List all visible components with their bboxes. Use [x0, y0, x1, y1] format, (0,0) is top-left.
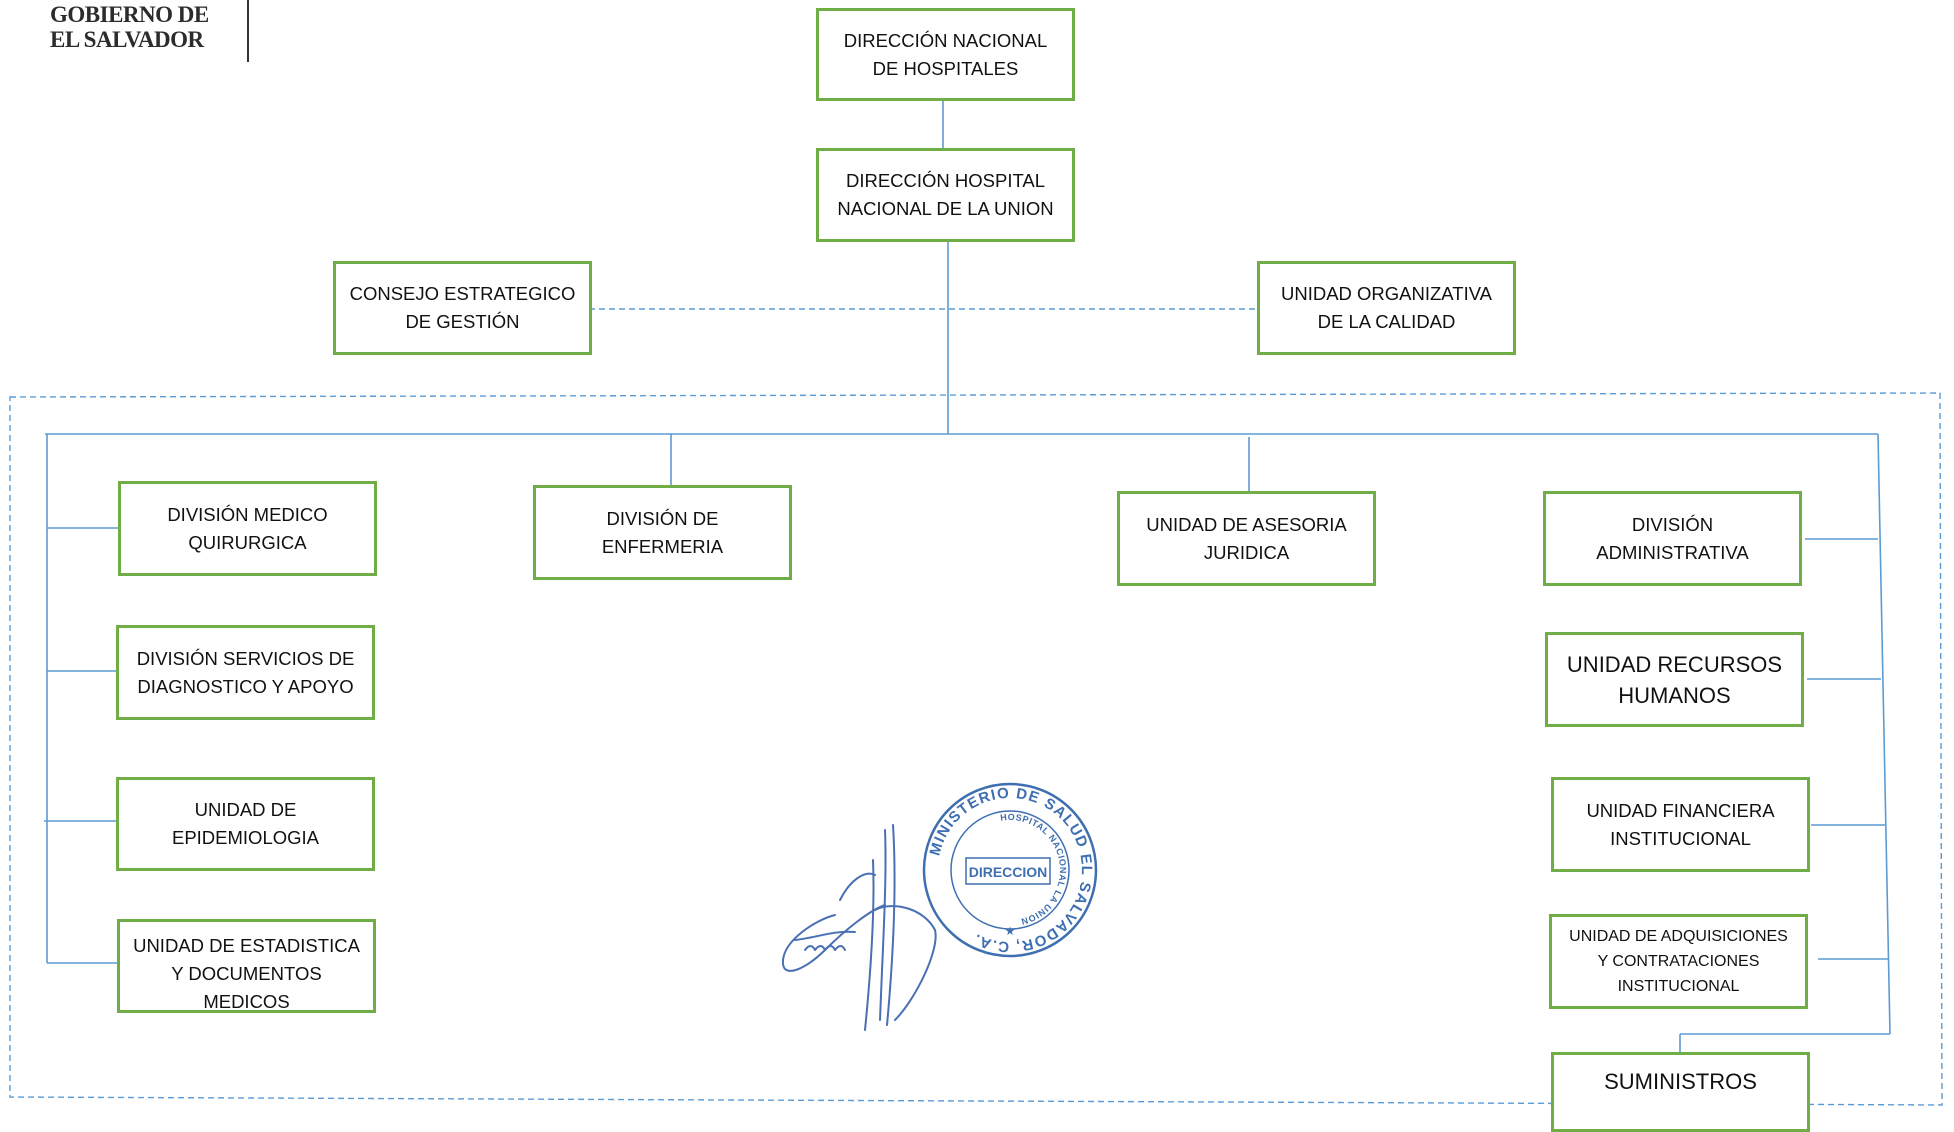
svg-text:DIRECCION: DIRECCION [969, 864, 1048, 880]
box-division-enfermeria: DIVISIÓN DE ENFERMERIA [533, 485, 792, 580]
box-division-administrativa: DIVISIÓN ADMINISTRATIVA [1543, 491, 1802, 586]
svg-text:★: ★ [1005, 924, 1016, 938]
box-unidad-adquisiciones: UNIDAD DE ADQUISICIONES Y CONTRATACIONES… [1549, 914, 1808, 1009]
box-direccion-hospital: DIRECCIÓN HOSPITAL NACIONAL DE LA UNION [816, 148, 1075, 242]
box-consejo-estrategico: CONSEJO ESTRATEGICO DE GESTIÓN [333, 261, 592, 355]
box-unidad-asesoria-juridica: UNIDAD DE ASESORIA JURIDICA [1117, 491, 1376, 586]
box-unidad-financiera: UNIDAD FINANCIERA INSTITUCIONAL [1551, 777, 1810, 872]
box-division-diagnostico-apoyo: DIVISIÓN SERVICIOS DE DIAGNOSTICO Y APOY… [116, 625, 375, 720]
logo-divider [247, 0, 249, 62]
government-logo: GOBIERNO DE EL SALVADOR [50, 2, 250, 58]
box-direccion-nacional: DIRECCIÓN NACIONAL DE HOSPITALES [816, 8, 1075, 101]
box-unidad-estadistica: UNIDAD DE ESTADISTICA Y DOCUMENTOS MEDIC… [117, 919, 376, 1013]
official-stamp-image: MINISTERIO DE SALUD EL SALVADOR, C.A. HO… [922, 782, 1098, 958]
logo-line-1: GOBIERNO DE [50, 2, 209, 27]
logo-line-2: EL SALVADOR [50, 27, 204, 52]
box-unidad-calidad: UNIDAD ORGANIZATIVA DE LA CALIDAD [1257, 261, 1516, 355]
box-unidad-epidemiologia: UNIDAD DE EPIDEMIOLOGIA [116, 777, 375, 871]
box-suministros: SUMINISTROS [1551, 1052, 1810, 1132]
box-unidad-recursos-humanos: UNIDAD RECURSOS HUMANOS [1545, 632, 1804, 727]
signature-image [781, 824, 937, 1031]
box-division-medico-quirurgica: DIVISIÓN MEDICO QUIRURGICA [118, 481, 377, 576]
